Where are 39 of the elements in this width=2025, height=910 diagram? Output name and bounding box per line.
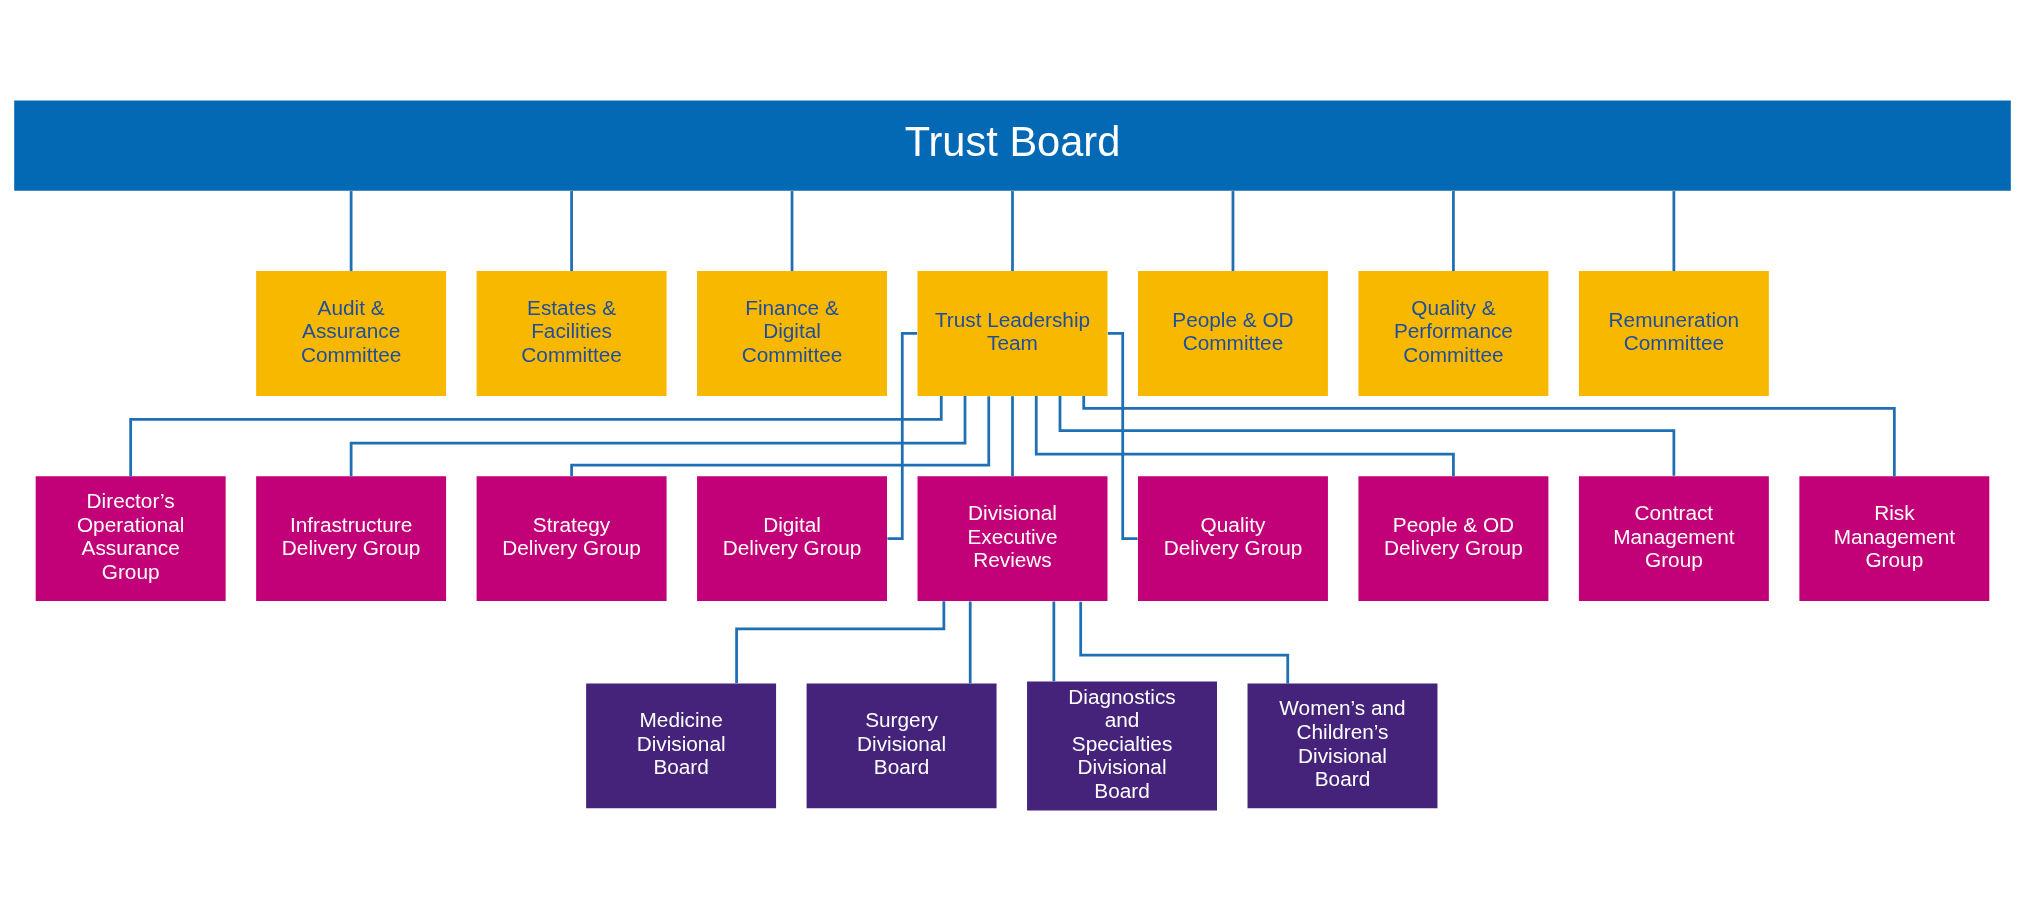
node-box: Estates & Facilities Committee [476,270,667,396]
connector [570,395,991,476]
node-box: People & OD Delivery Group [1358,475,1549,601]
node-box: Diagnostics and Specialties Divisional Board [1027,681,1217,810]
connector [1052,600,1056,681]
node-box: Remuneration Committee [1578,270,1769,396]
connector [790,190,794,271]
connector [1107,331,1138,540]
connector [1082,395,1896,476]
connector [1231,190,1235,271]
connector [968,600,972,683]
connector [1452,190,1455,271]
node-box: Risk Management Group [1799,475,1990,601]
connector [1011,395,1014,476]
connector [735,600,946,683]
node-box: Surgery Divisional Board [806,683,997,808]
node-box: Women’s and Children’s Divisional Board [1247,683,1438,808]
connector [570,190,573,271]
node-box: Divisional Executive Reviews [917,475,1108,601]
node-box: Infrastructure Delivery Group [256,475,447,601]
node-box: Medicine Divisional Board [586,683,777,808]
node-box: Audit & Assurance Committee [256,270,447,396]
connector [129,395,943,476]
node-box: Quality & Performance Committee [1358,270,1549,396]
node-box: Finance & Digital Committee [697,270,887,396]
node-box: Quality Delivery Group [1138,475,1328,601]
connector [1034,395,1455,476]
connector [1011,190,1014,271]
node-box: People & OD Committee [1138,270,1328,396]
connector [887,331,918,540]
node-box: Strategy Delivery Group [476,475,667,601]
connector [1058,395,1676,476]
node-box: Trust Leadership Team [917,270,1108,396]
node-box: Director’s Operational Assurance Group [35,475,226,601]
connector [349,190,353,271]
node-box: Contract Management Group [1578,475,1769,601]
connector [1672,190,1676,271]
node-box: Digital Delivery Group [697,475,887,601]
node-box: Trust Board [14,100,2011,191]
